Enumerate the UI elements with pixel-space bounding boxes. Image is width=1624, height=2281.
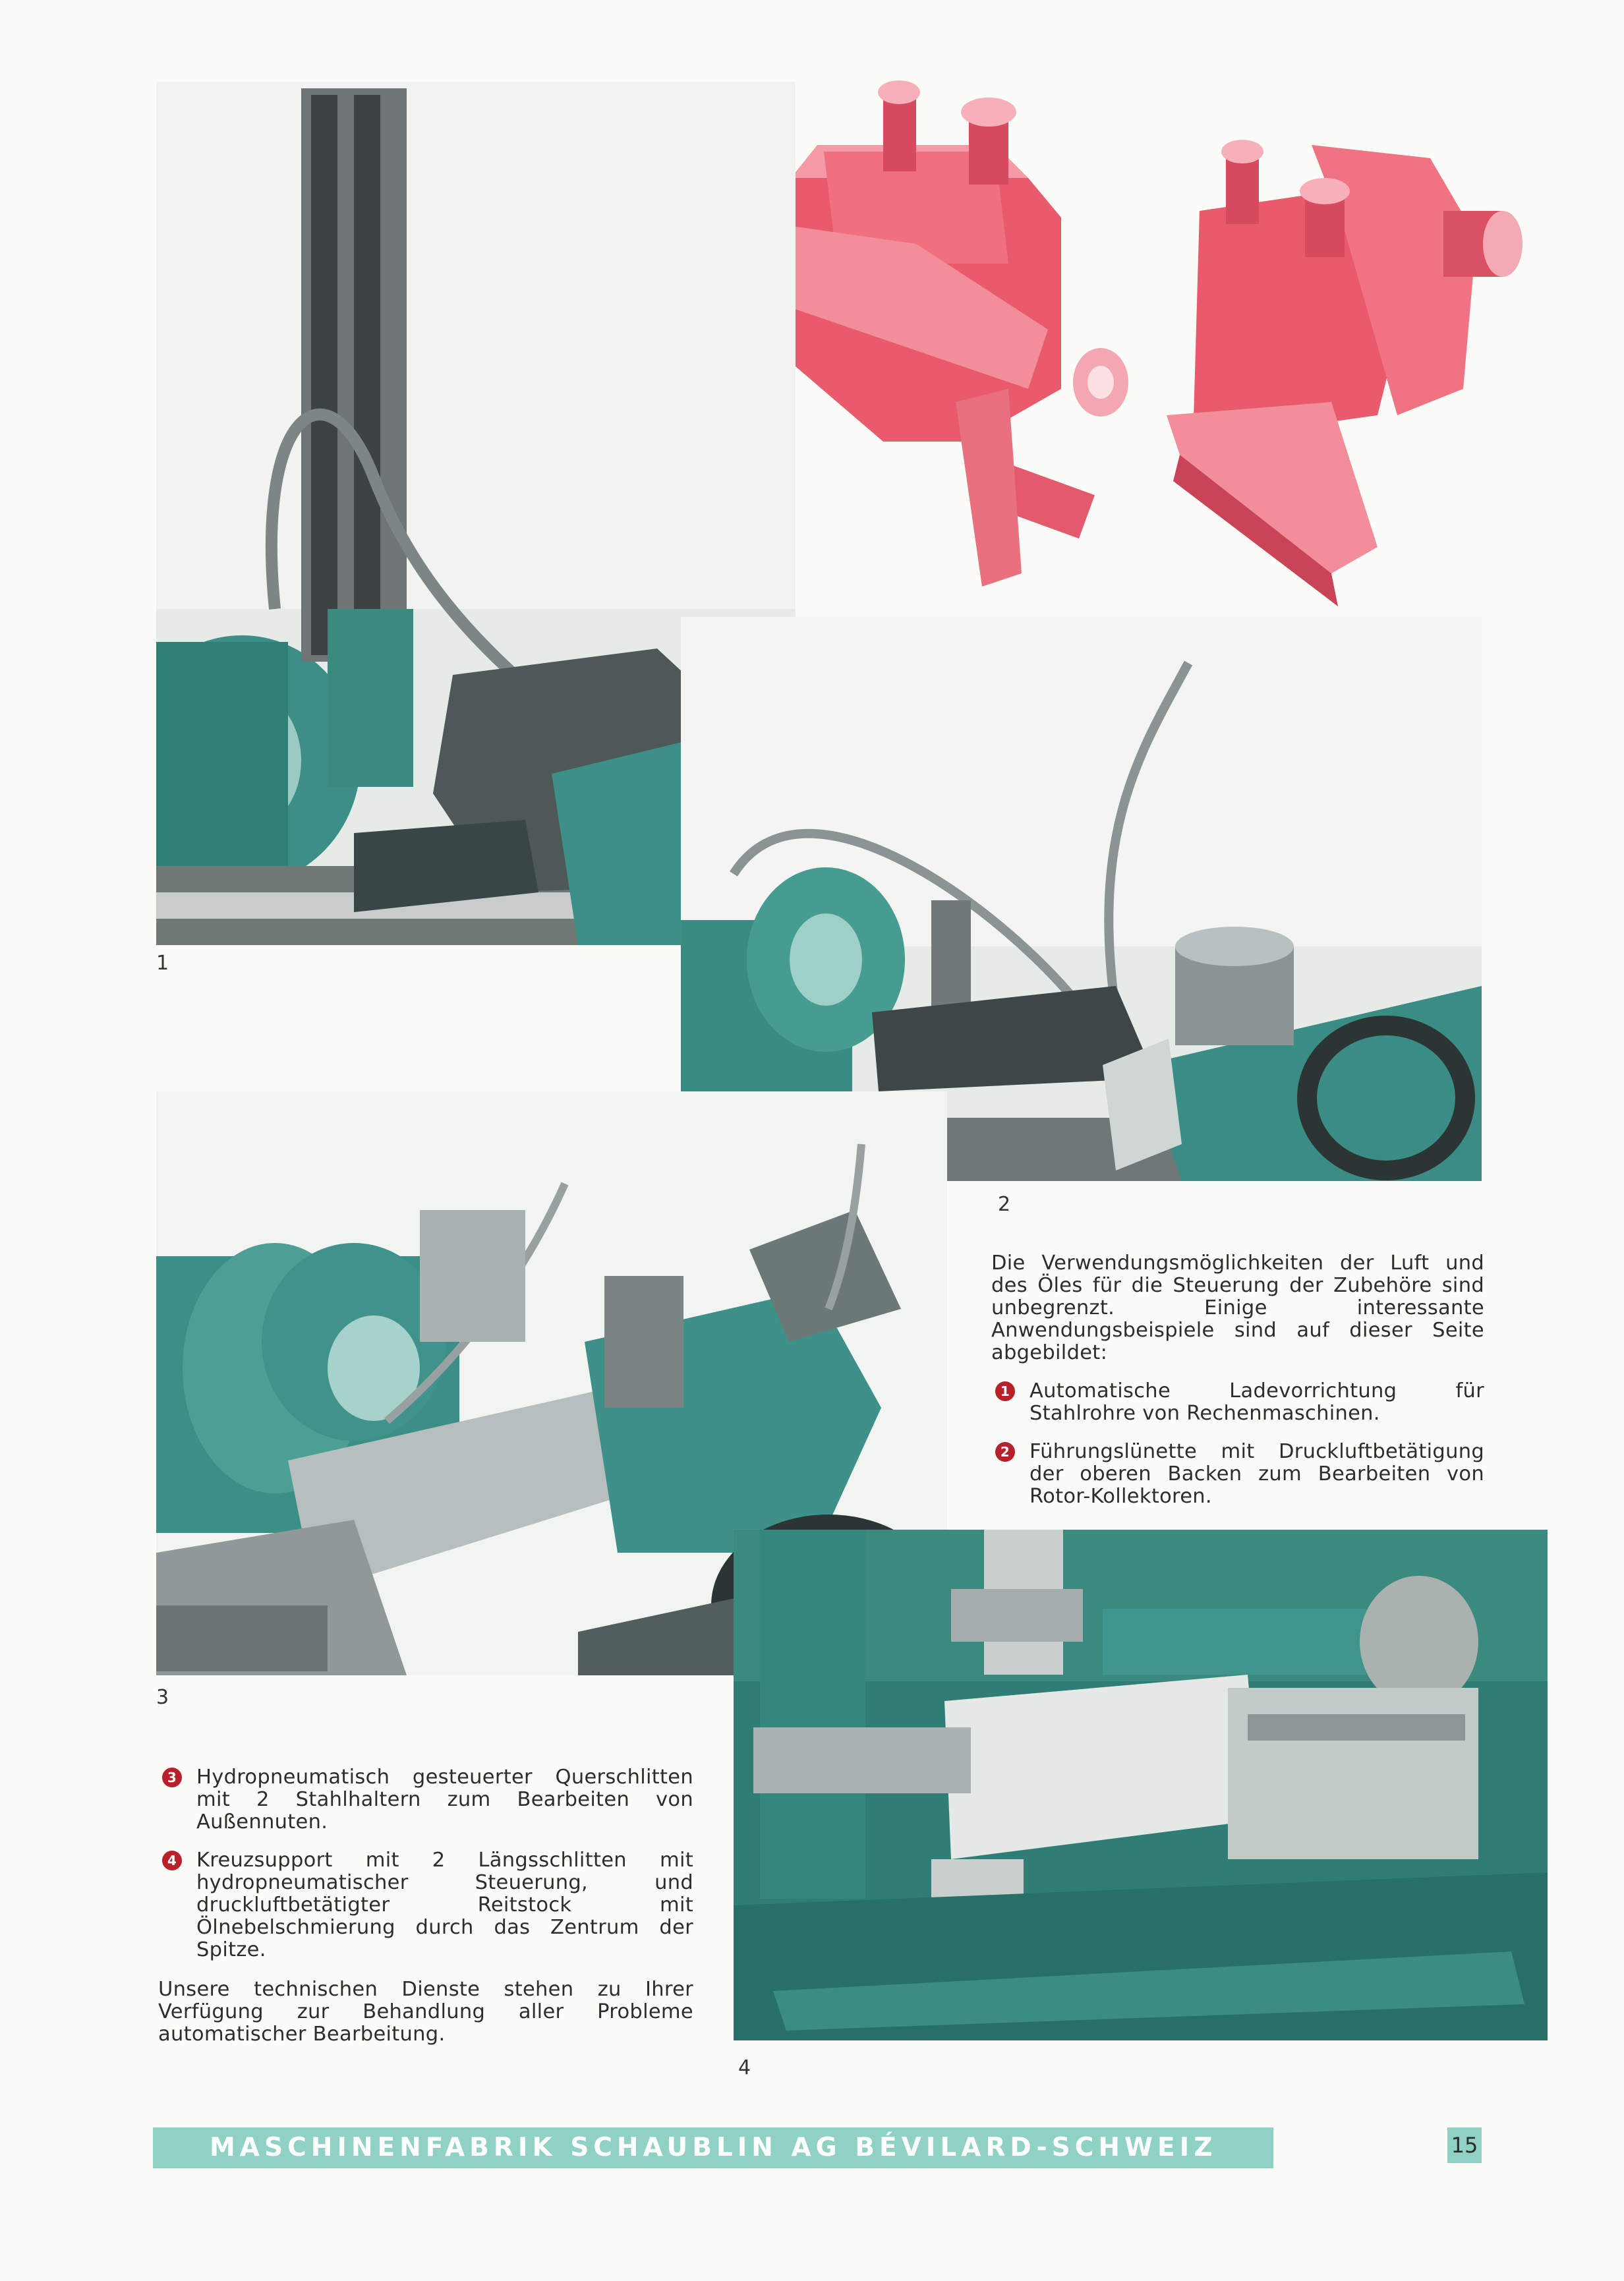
item-text-1: Automatische Ladevorrichtung für Stahlro… [1030, 1379, 1484, 1425]
right-text-block: Die Verwendungsmöglichkeiten der Luft un… [991, 1252, 1484, 1508]
left-text-block: 3 Hydropneumatisch gesteuerter Querschli… [158, 1766, 693, 2046]
list-item-1: 1 Automatische Ladevorrichtung für Stahl… [991, 1380, 1484, 1425]
closing-paragraph: Unsere technischen Dienste stehen zu Ihr… [158, 1978, 693, 2046]
list-item-2: 2 Führungslünette mit Druckluftbetätigun… [991, 1441, 1484, 1508]
list-item-4: 4 Kreuzsupport mit 2 Längsschlitten mit … [158, 1849, 693, 1961]
intro-paragraph: Die Verwendungsmöglichkeiten der Luft un… [991, 1252, 1484, 1364]
tool-holder-illustration [718, 46, 1529, 620]
number-badge-4: 4 [162, 1851, 182, 1870]
photo-2-steady-rest [681, 617, 1482, 1181]
photo-4-cross-support [734, 1530, 1548, 2040]
caption-2: 2 [998, 1193, 1011, 1216]
number-badge-3: 3 [162, 1768, 182, 1787]
footer-company-band: MASCHINENFABRIK SCHAUBLIN AG BÉVILARD-SC… [153, 2127, 1273, 2168]
caption-4: 4 [738, 2056, 751, 2079]
item-text-4: Kreuzsupport mit 2 Längsschlitten mit hy… [196, 1849, 693, 1961]
number-badge-1: 1 [995, 1381, 1015, 1401]
list-item-3: 3 Hydropneumatisch gesteuerter Querschli… [158, 1766, 693, 1833]
number-badge-2: 2 [995, 1442, 1015, 1462]
item-text-2: Führungslünette mit Druckluftbetätigung … [1030, 1440, 1484, 1508]
caption-3: 3 [156, 1686, 169, 1709]
page-number: 15 [1447, 2127, 1482, 2163]
item-text-3: Hydropneumatisch gesteuerter Querschlitt… [196, 1766, 693, 1833]
caption-1: 1 [156, 952, 169, 975]
